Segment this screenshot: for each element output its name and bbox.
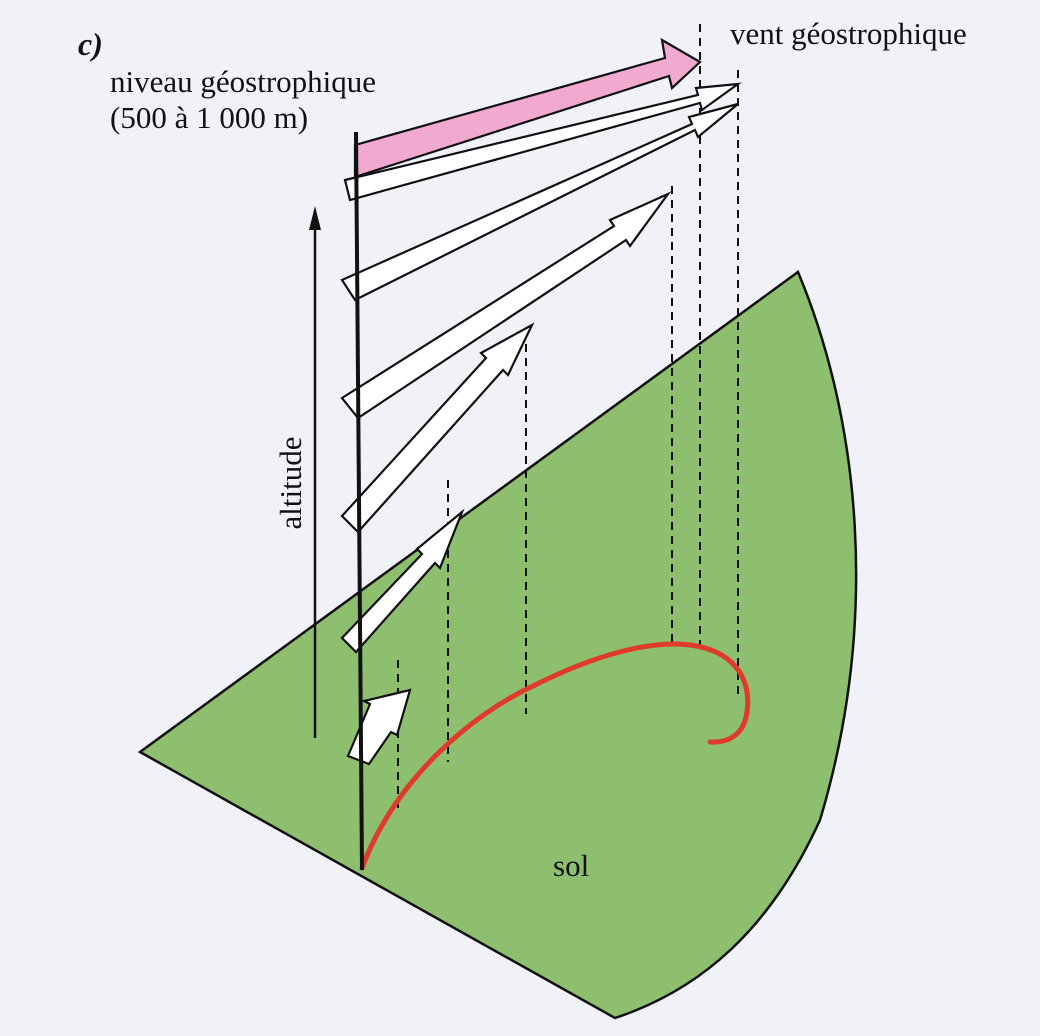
wind-arrow [340,102,739,302]
wind-arrows [340,82,742,766]
wind-arrow [340,508,465,654]
geostrophic-wind-arrow [353,37,702,179]
panel-letter: c) [78,26,103,62]
wind-arrow [346,688,412,766]
wind-arrow [340,322,535,534]
ground-plane [137,270,858,1020]
ground-label: sol [553,848,590,883]
wind-arrow [340,191,672,420]
ekman-spiral-curve [359,641,751,871]
geostrophic-wind-label: vent géostrophique [730,16,967,51]
altitude-axis [309,206,321,738]
geostrophic-level-label: niveau géostrophique [110,64,377,99]
geostrophic-level-range: (500 à 1 000 m) [110,100,309,135]
wind-arrow [343,82,742,202]
altitude-arrowhead [309,206,321,230]
vertical-mast [354,131,364,871]
altitude-label: altitude [273,436,308,530]
